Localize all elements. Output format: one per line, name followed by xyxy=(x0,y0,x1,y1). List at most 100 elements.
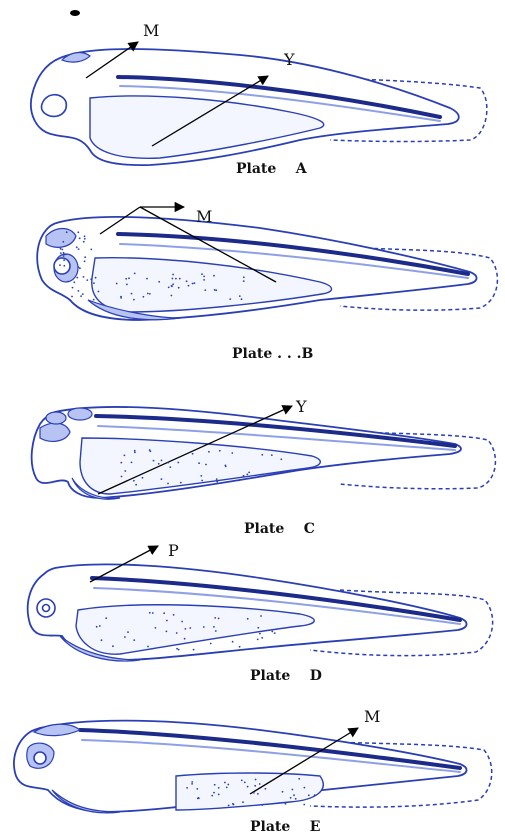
stipple-dot xyxy=(66,231,68,233)
stipple-dot xyxy=(62,241,64,243)
stipple-dot xyxy=(247,618,249,620)
stipple-dot xyxy=(177,462,179,464)
stipple-dot xyxy=(84,238,86,240)
stipple-dot xyxy=(153,460,155,462)
stipple-dot xyxy=(166,631,168,633)
stipple-dot xyxy=(261,637,263,639)
stipple-dot xyxy=(124,455,126,457)
stipple-dot xyxy=(257,639,259,641)
plate-a-y-text: Y xyxy=(283,50,295,69)
stipple-dot xyxy=(76,246,78,248)
stipple-dot xyxy=(260,615,262,617)
stipple-dot xyxy=(149,449,151,451)
stipple-dot xyxy=(271,631,273,633)
plate-b-m-text: M xyxy=(196,207,212,226)
stipple-dot xyxy=(308,794,310,796)
stipple-dot xyxy=(105,617,107,619)
plate-b-caption: Plate . . .B xyxy=(232,346,313,362)
stipple-dot xyxy=(253,792,255,794)
stipple-dot xyxy=(178,287,180,289)
stipple-dot xyxy=(84,235,86,237)
stipple-dot xyxy=(188,285,190,287)
stipple-dot xyxy=(246,474,248,476)
stipple-dot xyxy=(147,293,149,295)
plate-c-caption: Plate C xyxy=(244,521,315,537)
stipple-dot xyxy=(242,801,244,803)
stipple-dot xyxy=(158,463,160,465)
stipple-dot xyxy=(241,780,243,782)
stipple-dot xyxy=(120,297,122,299)
stipple-dot xyxy=(98,291,100,293)
stipple-dot xyxy=(124,636,126,638)
stipple-dot xyxy=(192,283,194,285)
stipple-dot xyxy=(208,451,210,453)
stipple-dot xyxy=(142,477,144,479)
stipple-dot xyxy=(172,278,174,280)
stipple-dot xyxy=(167,462,169,464)
stipple-dot xyxy=(77,231,79,233)
stipple-dot xyxy=(232,641,234,643)
stipple-dot xyxy=(274,632,276,634)
stipple-dot xyxy=(232,803,234,805)
stipple-dot xyxy=(227,784,229,786)
stipple-dot xyxy=(292,789,294,791)
stipple-dot xyxy=(215,630,217,632)
stipple-dot xyxy=(63,255,65,257)
stipple-dot xyxy=(101,639,103,641)
stipple-dot xyxy=(238,480,240,482)
stipple-dot xyxy=(79,237,81,239)
stipple-dot xyxy=(231,452,233,454)
stipple-dot xyxy=(180,482,182,484)
stipple-dot xyxy=(257,793,259,795)
stipple-dot xyxy=(198,462,200,464)
stipple-dot xyxy=(259,633,261,635)
stipple-dot xyxy=(198,797,200,799)
stipple-dot xyxy=(161,478,163,480)
plate-e-m-text: M xyxy=(364,707,380,726)
stipple-dot xyxy=(261,454,263,456)
stipple-dot xyxy=(172,283,174,285)
stipple-dot xyxy=(213,626,215,628)
stipple-dot xyxy=(218,787,220,789)
stipple-dot xyxy=(282,791,284,793)
stipple-dot xyxy=(216,478,218,480)
stipple-dot xyxy=(61,249,63,251)
stipple-dot xyxy=(173,614,175,616)
stipple-dot xyxy=(247,786,249,788)
stipple-dot xyxy=(93,282,95,284)
stipple-dot xyxy=(161,460,163,462)
stipple-dot xyxy=(133,299,135,301)
stipple-dot xyxy=(196,788,198,790)
stipple-dot xyxy=(257,627,259,629)
stipple-dot xyxy=(226,787,228,789)
stipple-dot xyxy=(214,289,216,291)
stipple-dot xyxy=(228,805,230,807)
stipple-dot xyxy=(303,804,305,806)
stipple-dot xyxy=(63,265,65,267)
stipple-dot xyxy=(80,295,82,297)
stipple-dot xyxy=(60,252,62,254)
stipple-dot xyxy=(149,612,151,614)
stipple-dot xyxy=(184,638,186,640)
stipple-dot xyxy=(254,785,256,787)
plate-d-caption: Plate D xyxy=(250,668,322,684)
stipple-dot xyxy=(262,804,264,806)
stipple-dot xyxy=(225,466,227,468)
stipple-dot xyxy=(90,249,92,251)
stipple-dot xyxy=(290,797,292,799)
stipple-dot xyxy=(82,293,84,295)
stipple-dot xyxy=(167,483,169,485)
plate-c-y-text: Y xyxy=(295,397,307,416)
stipple-dot xyxy=(90,278,92,280)
stipple-dot xyxy=(293,794,295,796)
stipple-dot xyxy=(213,275,215,277)
stipple-dot xyxy=(213,792,215,794)
stipple-dot xyxy=(178,649,180,651)
stipple-dot xyxy=(189,627,191,629)
stipple-dot xyxy=(201,480,203,482)
stipple-dot xyxy=(204,289,206,291)
stipple-dot xyxy=(64,253,66,255)
stipple-dot xyxy=(78,290,80,292)
stipple-dot xyxy=(271,454,273,456)
plate-a-caption: Plate A xyxy=(236,161,307,177)
